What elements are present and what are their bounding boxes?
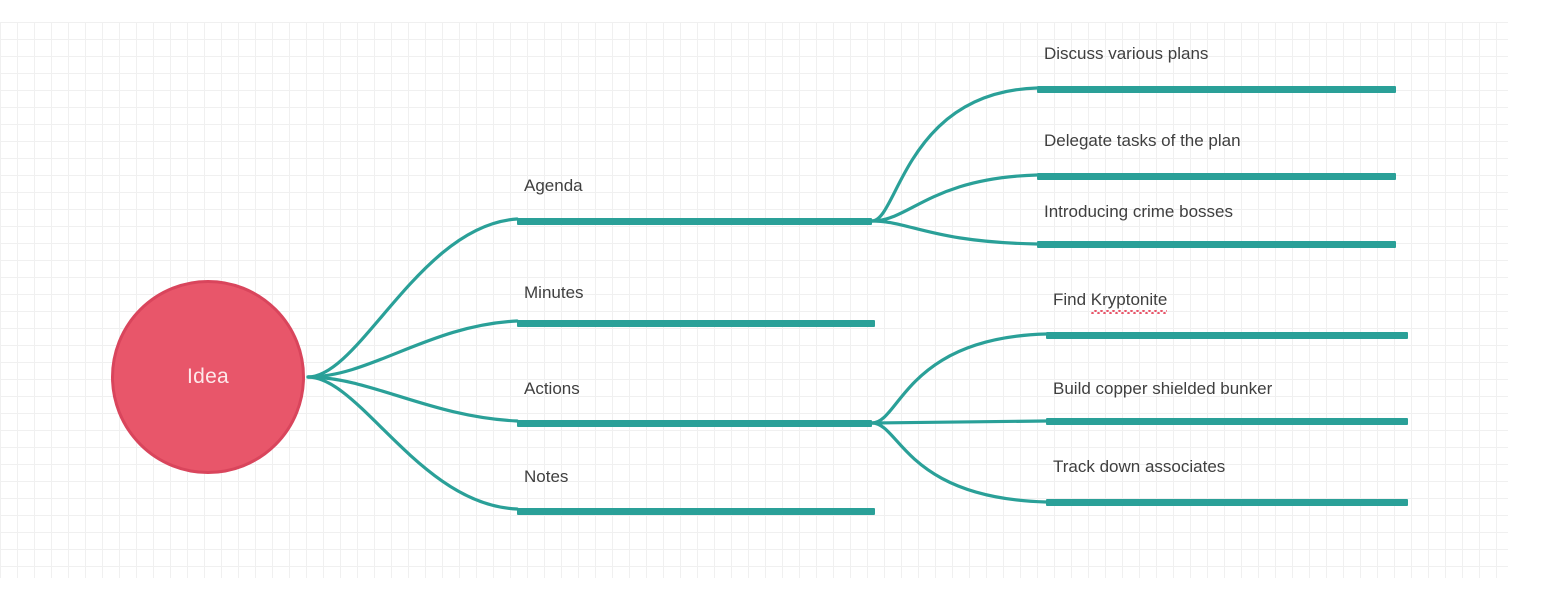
edge-root-to-notes bbox=[306, 375, 519, 511]
node-bar-find-kryptonite[interactable] bbox=[1046, 332, 1408, 339]
edge-agenda-to-introducing bbox=[870, 219, 1039, 246]
edge-root-to-agenda bbox=[306, 217, 519, 379]
edge-root-to-minutes bbox=[306, 319, 519, 379]
edge-actions-to-build bbox=[870, 419, 1048, 425]
spellcheck-underline-kryptonite: Kryptonite bbox=[1090, 290, 1168, 314]
branch-label-minutes[interactable]: Minutes bbox=[524, 283, 584, 302]
root-node-idea[interactable]: Idea bbox=[111, 280, 305, 474]
edge-actions-to-find bbox=[870, 332, 1048, 425]
node-bar-track-down-associates[interactable] bbox=[1046, 499, 1408, 506]
branch-label-agenda[interactable]: Agenda bbox=[524, 176, 583, 195]
node-label-track-down-associates[interactable]: Track down associates bbox=[1053, 457, 1226, 476]
node-bar-build-copper-shielded-bunker[interactable] bbox=[1046, 418, 1408, 425]
node-label-introducing-crime-bosses[interactable]: Introducing crime bosses bbox=[1044, 202, 1233, 221]
graph-paper-grid bbox=[0, 22, 1508, 578]
edge-root-to-actions bbox=[306, 375, 519, 423]
branch-label-actions[interactable]: Actions bbox=[524, 379, 580, 398]
node-label-delegate-tasks-of-the-plan[interactable]: Delegate tasks of the plan bbox=[1044, 131, 1241, 150]
branch-bar-minutes[interactable] bbox=[517, 320, 875, 327]
branch-bar-notes[interactable] bbox=[517, 508, 875, 515]
edge-agenda-to-delegate bbox=[870, 173, 1039, 223]
root-node-label: Idea bbox=[186, 365, 230, 388]
edge-agenda-to-discuss bbox=[870, 86, 1039, 223]
node-label-find-kryptonite[interactable]: Find Kryptonite bbox=[1053, 290, 1168, 314]
branch-label-notes[interactable]: Notes bbox=[524, 467, 569, 486]
branch-bar-actions[interactable] bbox=[517, 420, 872, 427]
node-label-discuss-various-plans[interactable]: Discuss various plans bbox=[1044, 44, 1209, 63]
node-bar-introducing-crime-bosses[interactable] bbox=[1037, 241, 1396, 248]
node-bar-delegate-tasks-of-the-plan[interactable] bbox=[1037, 173, 1396, 180]
edge-actions-to-track bbox=[870, 421, 1048, 504]
node-bar-discuss-various-plans[interactable] bbox=[1037, 86, 1396, 93]
node-label-build-copper-shielded-bunker[interactable]: Build copper shielded bunker bbox=[1053, 379, 1273, 398]
node-label-find-kryptonite-prefix: Find bbox=[1053, 290, 1091, 309]
branch-bar-agenda[interactable] bbox=[517, 218, 872, 225]
